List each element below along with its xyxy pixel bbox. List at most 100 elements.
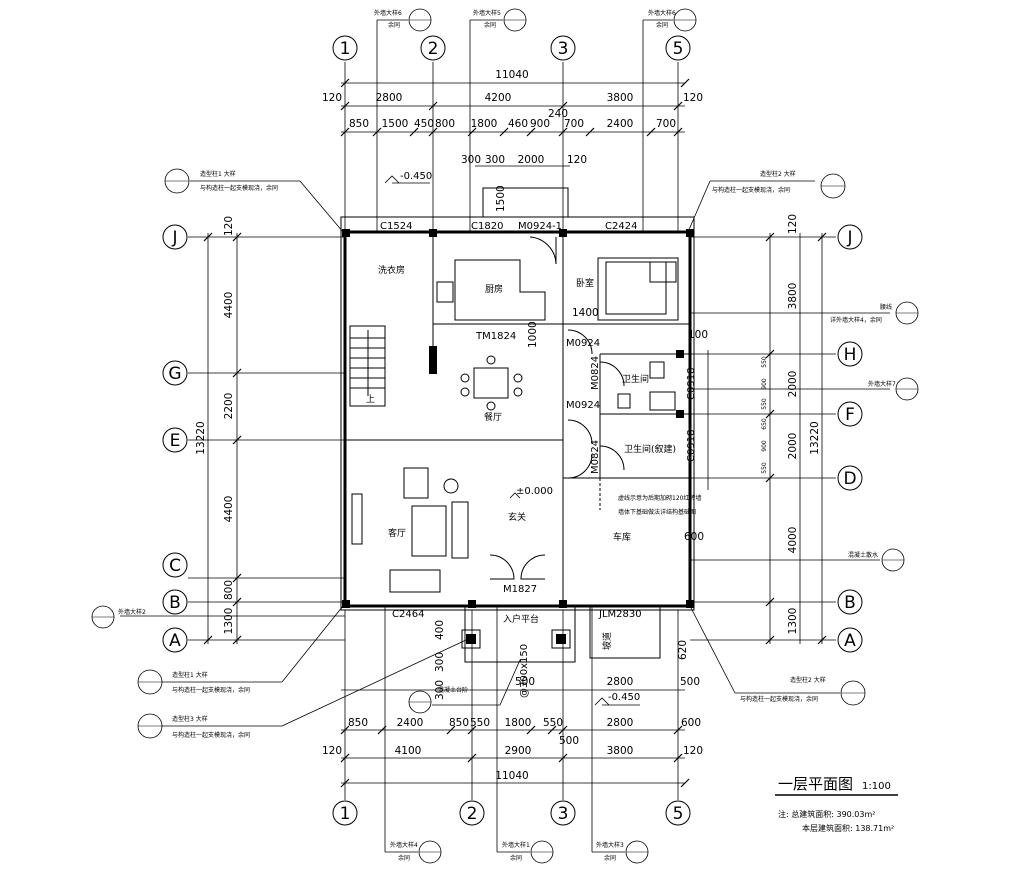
- dim-misc-300-b: 300: [434, 680, 446, 700]
- note-foundation: 墙体下基础做法详结构基础图: [618, 508, 696, 516]
- axis-bottom-5: 5: [673, 804, 684, 824]
- callout-col2-top: 造型柱2 大样: [760, 170, 796, 178]
- axis-bottom-3: 3: [558, 804, 569, 824]
- dim-right-sub-1: 3800: [787, 283, 799, 310]
- axis-left-c: C: [169, 556, 181, 576]
- room-kitchen: 厨房: [485, 283, 503, 295]
- dim-bot-r1-7: 600: [681, 717, 701, 729]
- opening-c0918-b: C0918: [686, 430, 697, 462]
- dim-bot-r2-0: 120: [322, 745, 342, 757]
- dim-right-small-1: 900: [761, 378, 768, 390]
- opening-c2424: C2424: [605, 221, 637, 232]
- callout-bottom-sub-2: 余同: [604, 854, 616, 862]
- stair-up-label: 上: [366, 394, 375, 405]
- dim-misc-1400: 1400: [572, 307, 599, 319]
- callout-top-sub-0: 余同: [388, 21, 400, 29]
- room-bath2: 卫生间(叙建): [624, 443, 676, 455]
- axis-left-j: J: [171, 228, 177, 248]
- note-floor-area: 本层建筑面积: 138.71m²: [802, 823, 894, 833]
- room-foyer: 玄关: [508, 511, 526, 523]
- opening-m0924-1: M0924-1: [518, 221, 562, 232]
- opening-m1827: M1827: [503, 584, 537, 595]
- elev-outside-top: -0.450: [400, 171, 432, 182]
- dim-top-r1-2: 4200: [485, 92, 512, 104]
- dim-top-r1-3: 3800: [607, 92, 634, 104]
- opening-m0924-a: M0924: [566, 338, 600, 349]
- dim-top-r2-1: 1500: [382, 118, 409, 130]
- dim-right-sub-3: 2000: [787, 433, 799, 460]
- room-entrance: 入户平台: [503, 613, 539, 625]
- room-living: 客厅: [388, 527, 406, 539]
- dim-top-r2-0: 850: [349, 118, 369, 130]
- callout-bottom-sub-0: 余同: [398, 854, 410, 862]
- axis-right-d: D: [843, 469, 856, 489]
- dim-left-sub-5: 1300: [223, 608, 235, 635]
- callout-wall2: 外墙大样2: [118, 608, 146, 616]
- dim-misc-300-a: 300: [434, 652, 446, 672]
- dim-right-small-4: 900: [761, 440, 768, 452]
- drawing-scale: 1:100: [862, 781, 891, 792]
- callout-drain: 混凝土散水: [848, 551, 878, 559]
- elev-outside-bottom: -0.450: [608, 692, 640, 703]
- axis-bottom-2: 2: [467, 804, 478, 824]
- axis-left-b: B: [169, 593, 181, 613]
- callout-top-sub-2: 余同: [656, 21, 668, 29]
- dim-right-sub-2: 2000: [787, 371, 799, 398]
- opening-tm1824: TM1824: [475, 331, 516, 342]
- callout-bottom-sub-1: 余同: [510, 854, 522, 862]
- dim-top-r1-0: 120: [322, 92, 342, 104]
- callout-col3-bot: 造型柱3 大样: [172, 715, 208, 723]
- callout-wall7: 外墙大样7: [868, 380, 896, 388]
- dim-top-r2-7: 700: [564, 118, 584, 130]
- dim-bot-500: 500: [559, 735, 579, 747]
- dim-right-small-2: 550: [761, 398, 768, 410]
- dim-bot-r2-4: 120: [683, 745, 703, 757]
- dim-right-sub-0: 120: [787, 214, 799, 234]
- opening-c1820: C1820: [471, 221, 503, 232]
- axis-top-3: 3: [558, 39, 569, 59]
- dim-bot-r2-1: 4100: [395, 745, 422, 757]
- axis-left-g: G: [168, 364, 181, 384]
- dim-top-r2-4: 1800: [471, 118, 498, 130]
- axis-right-j: J: [846, 228, 852, 248]
- opening-col: @300x150: [519, 644, 530, 698]
- dim-misc-1500: 1500: [495, 185, 507, 212]
- dim-bot-r2-2: 2900: [505, 745, 532, 757]
- dim-top-r2-5: 460: [508, 118, 528, 130]
- dim-right-small-3: 650: [761, 418, 768, 430]
- dim-right-small-5: 550: [761, 462, 768, 474]
- opening-m0924-b: M0924: [566, 400, 600, 411]
- dim-top-r2-9: 700: [656, 118, 676, 130]
- dim-misc-600: 600: [684, 531, 704, 543]
- dim-bot-r1-0: 850: [348, 717, 368, 729]
- dim-misc-620: 620: [677, 640, 689, 660]
- opening-c0918-a: C0918: [686, 368, 697, 400]
- dim-bot-r2-3: 3800: [607, 745, 634, 757]
- dim-misc-100: 100: [688, 329, 708, 341]
- dim-bot-up-0: 500: [515, 676, 535, 688]
- note-dashed-wall: 虚线示意为后期加砌120红砖墙: [618, 494, 701, 502]
- dim-left-sub-3: 4400: [223, 496, 235, 523]
- callout-col1-top: 造型柱1 大样: [200, 170, 236, 178]
- dim-misc-400: 400: [434, 620, 446, 640]
- dim-bot-r1-1: 2400: [397, 717, 424, 729]
- opening-c2464: C2464: [392, 609, 424, 620]
- dim-bot-r1-6: 2800: [607, 717, 634, 729]
- opening-m0824-a: M0824: [590, 356, 601, 390]
- dim-top-r1-4: 120: [683, 92, 703, 104]
- dim-top-r2-6: 900: [530, 118, 550, 130]
- axis-bottom-1: 1: [340, 804, 351, 824]
- dim-bot-r1-2: 850: [449, 717, 469, 729]
- axis-left-a: A: [169, 631, 181, 651]
- dim-top-r3-1: 300: [485, 154, 505, 166]
- callout-col1-top-sub: 与构造柱一起支模现浇，余同: [200, 184, 278, 192]
- dim-right-sub-4: 4000: [787, 527, 799, 554]
- dim-top-r1-1: 2800: [376, 92, 403, 104]
- dim-top-r2-3: 800: [435, 118, 455, 130]
- opening-c1524: C1524: [380, 221, 412, 232]
- dim-bot-r1-5: 550: [543, 717, 563, 729]
- dim-bot-total: 11040: [495, 770, 528, 782]
- dim-right-sub-5: 1300: [787, 608, 799, 635]
- callout-col1-bot: 造型柱1 大样: [172, 671, 208, 679]
